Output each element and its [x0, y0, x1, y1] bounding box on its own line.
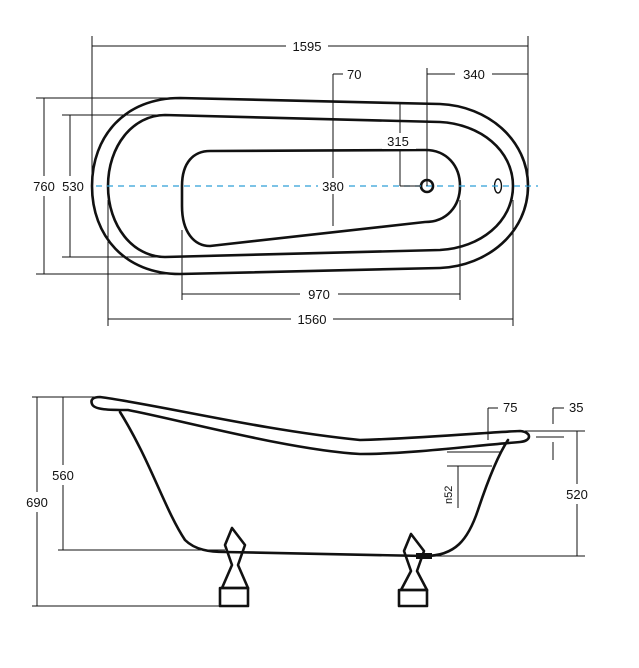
dimension-label-overall-height: 690 — [26, 495, 48, 510]
dimension-rim-height: 560 — [52, 396, 225, 551]
dimension-label-overall-length: 1595 — [293, 39, 322, 54]
tub-outer-outline — [90, 96, 530, 276]
drain-waste-icon — [416, 553, 432, 559]
left-foot — [218, 526, 250, 608]
dimension-label-drain-offset: 340 — [463, 67, 485, 82]
dimension-basin-width: 380 — [318, 151, 348, 226]
basin-outline — [180, 148, 462, 248]
dimension-label-rim-offset: 35 — [569, 400, 583, 415]
dimension-overall-height: 690 — [26, 396, 220, 607]
top-view: 1595 70 340 315 760 — [33, 36, 538, 328]
tub-body-outline — [118, 410, 510, 558]
dimension-label-basin-width: 380 — [322, 179, 344, 194]
dimension-overall-length: 1595 — [91, 36, 529, 186]
dimension-inner-width: 530 — [62, 114, 165, 258]
side-view: 690 560 520 75 — [26, 395, 588, 608]
dimension-label-inner-width: 530 — [62, 179, 84, 194]
dimension-overflow-offset: 70 — [332, 67, 361, 186]
dimension-label-inner-length: 1560 — [298, 312, 327, 327]
dimension-label-overall-width: 760 — [33, 179, 55, 194]
right-foot — [397, 532, 432, 608]
dimension-label-rim-height: 560 — [52, 468, 74, 483]
dimension-inner-length: 1560 — [107, 200, 514, 328]
dimension-label-overflow-diameter: n52 — [443, 486, 455, 504]
dimension-basin-length: 970 — [181, 200, 461, 303]
dimension-label-rim-width: 75 — [503, 400, 517, 415]
dimension-label-overflow-offset: 70 — [347, 67, 361, 82]
tub-inner-outline — [106, 113, 515, 259]
dimension-inner-rim-height: 520 — [432, 430, 588, 557]
dimension-label-drain-depth: 315 — [387, 134, 409, 149]
dimension-drain-depth: 315 — [382, 104, 420, 187]
dimension-rim-width: 75 — [487, 400, 517, 440]
dimension-label-inner-rim-height: 520 — [566, 487, 588, 502]
dimension-overall-width: 760 — [33, 97, 180, 275]
dimension-label-basin-length: 970 — [308, 287, 330, 302]
dimension-drain-offset: 340 — [426, 67, 528, 186]
dimension-rim-offset: 35 — [536, 400, 583, 460]
dimension-overflow-diameter: n52 — [443, 451, 500, 508]
tub-rim-outline — [90, 395, 531, 456]
